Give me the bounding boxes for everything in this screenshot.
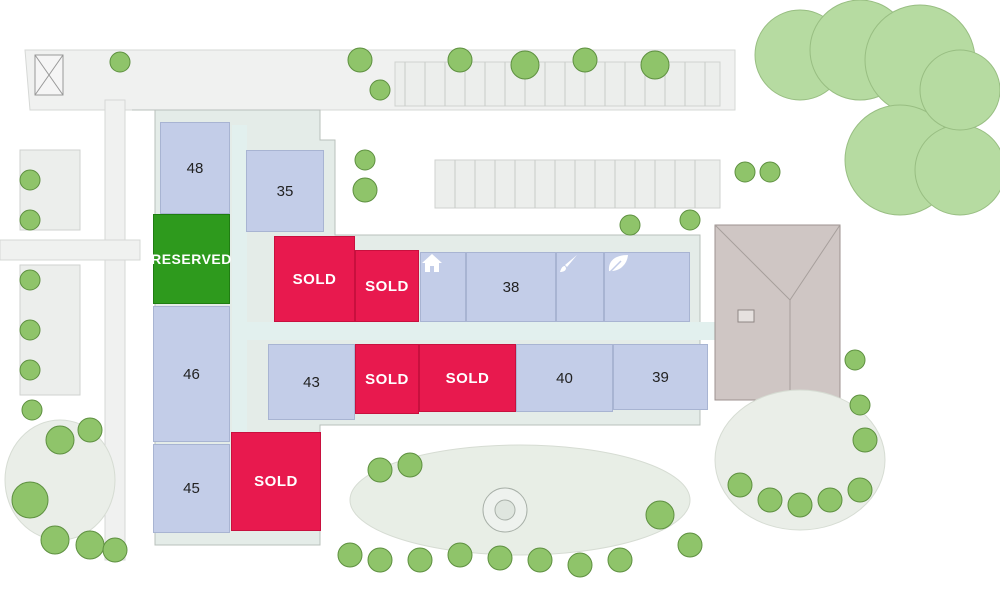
parking-lot-middle — [434, 159, 721, 209]
unit-sold-b[interactable]: SOLD — [355, 250, 419, 322]
unit-sold-e-label: SOLD — [254, 473, 298, 490]
amenity-art[interactable] — [556, 252, 604, 322]
unit-46[interactable]: 46 — [153, 306, 230, 442]
unit-43[interactable]: 43 — [268, 344, 355, 420]
unit-sold-a-label: SOLD — [292, 270, 337, 288]
unit-35-label: 35 — [276, 182, 294, 200]
unit-sold-c-label: SOLD — [365, 370, 409, 388]
unit-48[interactable]: 48 — [160, 122, 230, 214]
unit-sold-d-label: SOLD — [445, 369, 490, 387]
left-road — [104, 99, 126, 561]
amenity-garden[interactable] — [604, 252, 690, 322]
unit-35[interactable]: 35 — [246, 150, 324, 232]
unit-sold-d[interactable]: SOLD — [419, 344, 516, 412]
amenity-home[interactable] — [420, 252, 466, 322]
unit-38[interactable]: 38 — [466, 252, 556, 322]
parking-lot-top — [394, 61, 721, 107]
unit-39[interactable]: 39 — [613, 344, 708, 410]
corridor-horizontal — [240, 322, 715, 340]
unit-sold-b-label: SOLD — [365, 277, 409, 295]
unit-38-label: 38 — [502, 278, 520, 296]
house-icon — [422, 254, 442, 272]
unit-reserved-label: RESERVED — [151, 251, 232, 267]
unit-sold-a[interactable]: SOLD — [274, 236, 355, 322]
unit-46-label: 46 — [183, 365, 200, 383]
unit-reserved[interactable]: RESERVED — [151, 214, 232, 304]
unit-40[interactable]: 40 — [516, 344, 613, 412]
unit-48-label: 48 — [186, 159, 204, 177]
unit-39-label: 39 — [652, 368, 669, 386]
side-road — [0, 239, 141, 261]
unit-43-label: 43 — [303, 373, 320, 391]
leaf-icon — [606, 255, 628, 276]
corridor-vertical — [232, 125, 247, 520]
unit-45-label: 45 — [183, 480, 200, 497]
unit-45[interactable]: 45 — [153, 444, 230, 533]
paintbrush-icon — [560, 255, 577, 272]
unit-sold-e[interactable]: SOLD — [231, 432, 321, 531]
clubhouse — [714, 224, 841, 401]
unit-40-label: 40 — [556, 369, 573, 387]
unit-sold-c[interactable]: SOLD — [355, 344, 419, 414]
